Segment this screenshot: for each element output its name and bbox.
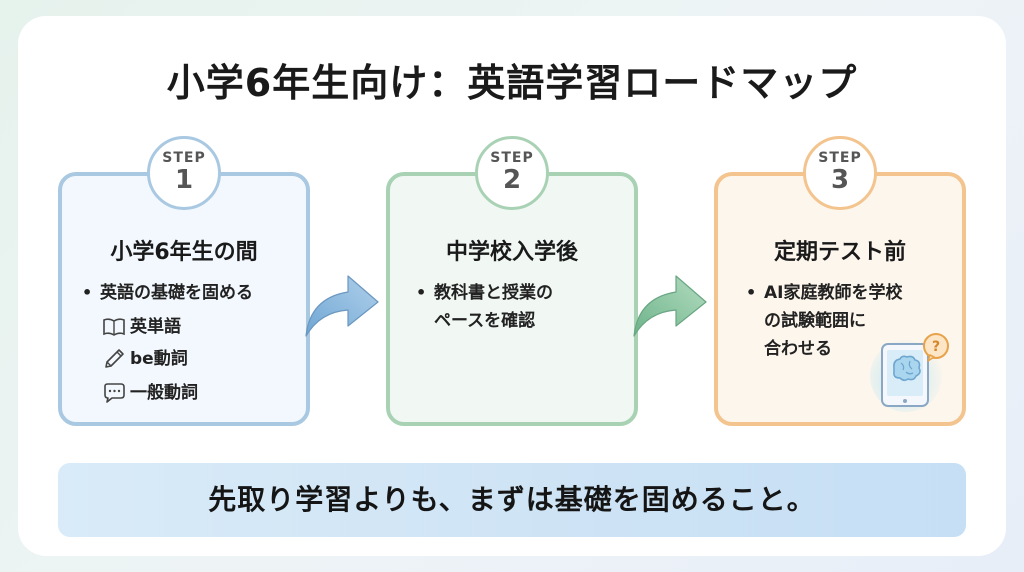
step-3-number: 3 bbox=[830, 165, 850, 195]
step-2-badge: STEP 2 bbox=[475, 136, 549, 210]
bullet-dot: • bbox=[746, 283, 757, 302]
bullet-dot: • bbox=[416, 283, 427, 302]
step-2-box bbox=[386, 172, 638, 426]
book-icon bbox=[102, 317, 130, 337]
speech-bubble-icon bbox=[102, 382, 130, 404]
sub-item-text: 一般動詞 bbox=[130, 383, 198, 403]
step-1-box bbox=[58, 172, 310, 426]
step-3-bullet-line-3: 合わせる bbox=[764, 339, 832, 359]
step-2-bullet-line-1: 教科書と授業の bbox=[434, 283, 553, 303]
step-3-label: STEP bbox=[818, 150, 862, 166]
step-2-bullet: • 教科書と授業の ペースを確認 bbox=[416, 279, 553, 335]
sub-item-text: be動詞 bbox=[130, 349, 188, 369]
page-title: 小学6年生向け：英語学習ロードマップ bbox=[166, 61, 858, 105]
ai-tablet-icon: ? bbox=[870, 333, 949, 412]
bullet-dot: • bbox=[82, 283, 93, 302]
step-1-badge: STEP 1 bbox=[147, 136, 221, 210]
summary-banner: 先取り学習よりも、まずは基礎を固めること。 bbox=[58, 463, 966, 537]
step-2-heading: 中学校入学後 bbox=[445, 240, 578, 265]
step-3-heading: 定期テスト前 bbox=[773, 240, 906, 265]
step-1-label: STEP bbox=[162, 150, 206, 166]
sub-item-be-verb: be動詞 bbox=[102, 346, 188, 372]
arrow-1-icon bbox=[305, 275, 379, 337]
pencil-icon bbox=[102, 348, 130, 370]
sub-item-text: 英単語 bbox=[130, 317, 181, 337]
sub-item-general-verb: 一般動詞 bbox=[102, 380, 198, 406]
step-3-bullet-line-1: AI家庭教師を学校 bbox=[764, 283, 903, 303]
step-1-heading: 小学6年生の間 bbox=[110, 240, 258, 265]
svg-text:?: ? bbox=[932, 339, 940, 355]
step-3-badge: STEP 3 bbox=[803, 136, 877, 210]
sub-item-vocabulary: 英単語 bbox=[102, 314, 181, 340]
step-2-label: STEP bbox=[490, 150, 534, 166]
step-1-bullet-text: 英語の基礎を固める bbox=[100, 283, 253, 303]
step-1-number: 1 bbox=[174, 165, 194, 195]
step-2-bullet-line-2: ペースを確認 bbox=[434, 311, 536, 331]
step-3-bullet-line-2: の試験範囲に bbox=[764, 311, 866, 331]
step-2-number: 2 bbox=[502, 165, 522, 195]
step-1-bullet: • 英語の基礎を固める bbox=[82, 279, 253, 307]
step-3-bullet: • AI家庭教師を学校 の試験範囲に 合わせる bbox=[746, 279, 902, 363]
arrow-2-icon bbox=[633, 275, 707, 337]
